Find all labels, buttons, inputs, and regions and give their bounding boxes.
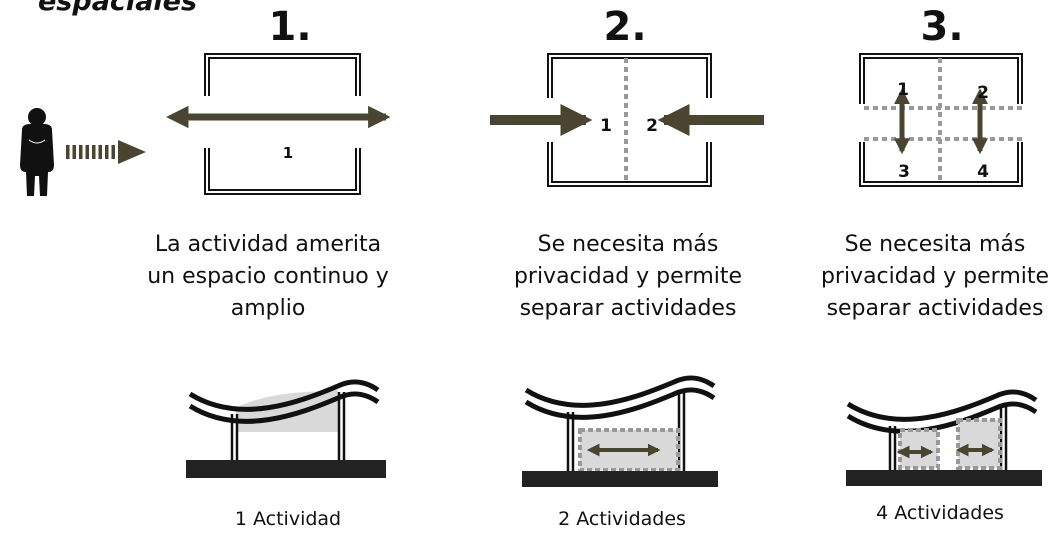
- room-label: 1: [600, 116, 612, 136]
- section-2: [522, 375, 718, 487]
- step-1-caption: 1 Actividad: [234, 508, 342, 530]
- step-1-number: 1.: [268, 4, 312, 50]
- step-2-number: 2.: [603, 4, 647, 50]
- step-1-description: La actividad amerita un espacio continuo…: [147, 232, 389, 321]
- room-label: 1: [283, 144, 293, 162]
- step-3-caption: 4 Actividades: [876, 502, 1004, 524]
- plan-3: [859, 53, 1026, 187]
- page-heading: espaciales: [38, 0, 198, 17]
- step-2-caption: 2 Actividades: [558, 508, 686, 530]
- step-2-description: Se necesita más privacidad y permite sep…: [513, 232, 743, 321]
- person-icon: [20, 108, 54, 196]
- plan-2: [490, 53, 764, 187]
- dashed-arrow-icon: [66, 140, 146, 164]
- section-1: [186, 379, 386, 478]
- step-3-number: 3.: [920, 4, 964, 50]
- room-label: 2: [977, 83, 989, 103]
- room-label: 4: [977, 162, 989, 182]
- room-label: 1: [897, 80, 909, 100]
- room-label: 2: [646, 116, 658, 136]
- step-3-description: Se necesita más privacidad y permite sep…: [820, 232, 1050, 321]
- room-label: 3: [898, 162, 910, 182]
- section-3: [846, 389, 1042, 486]
- plan-1: [166, 53, 391, 195]
